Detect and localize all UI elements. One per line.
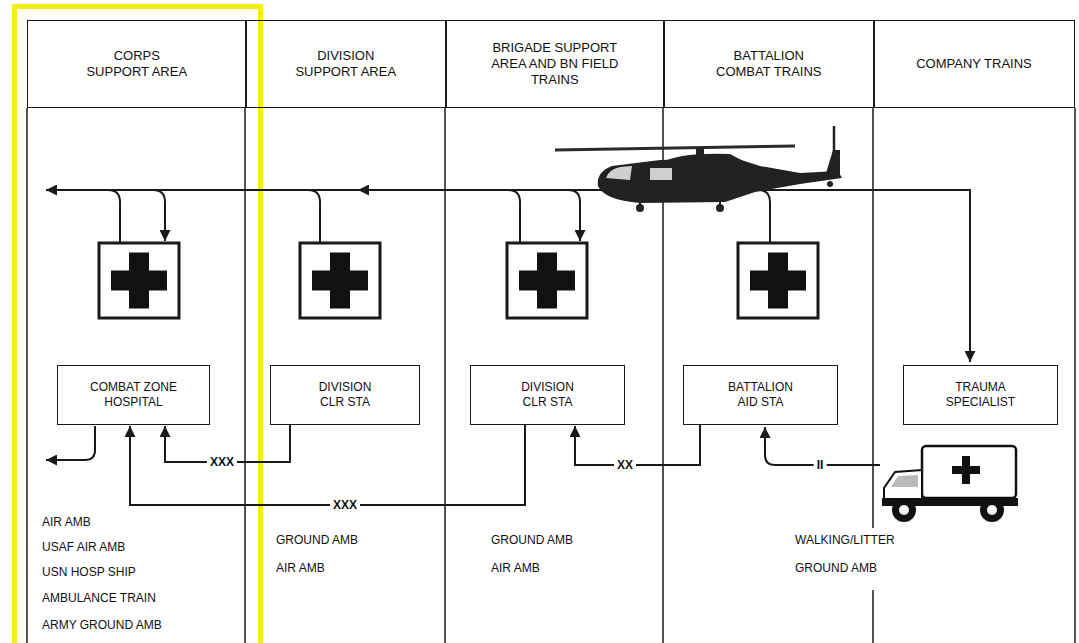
helicopter-illustration <box>833 126 836 160</box>
evacuation-connector <box>575 425 700 465</box>
air-evacuation-route <box>308 190 320 242</box>
evacuation-means-label: USAF AIR AMB <box>42 540 125 554</box>
ambulance-illustration <box>891 475 918 487</box>
table-rule <box>1074 108 1076 643</box>
evacuation-means-label: ARMY GROUND AMB <box>42 618 162 632</box>
evacuation-means-label: AIR AMB <box>42 515 91 529</box>
helicopter-illustration <box>650 168 672 180</box>
ambulance-illustration <box>899 505 909 515</box>
medical-cross-symbol <box>519 271 575 291</box>
ambulance-illustration <box>987 505 997 515</box>
route-echelon-label: XXX <box>330 498 360 512</box>
evacuation-means-label: GROUND AMB <box>795 561 877 575</box>
ambulance-illustration <box>884 470 922 502</box>
medical-cross-symbol <box>507 243 587 318</box>
ambulance-illustration <box>952 466 980 474</box>
ground-route-line <box>46 426 880 465</box>
medical-cross-symbol <box>111 271 167 291</box>
evacuation-means-label: GROUND AMB <box>491 533 573 547</box>
air-evacuation-route <box>568 190 580 241</box>
medical-cross-symbol <box>750 271 806 291</box>
air-evacuation-route <box>153 190 165 241</box>
area-header-cell: BATTALION COMBAT TRAINS <box>663 20 875 108</box>
evacuation-means-label: AIR AMB <box>491 561 540 575</box>
area-header-cell: COMPANY TRAINS <box>873 20 1075 108</box>
air-evacuation-route <box>508 190 520 242</box>
air-evacuation-route <box>46 190 970 362</box>
medical-cross-symbol <box>99 243 179 318</box>
ambulance-illustration <box>922 446 1016 498</box>
medical-facility-box: BATTALION AID STA <box>683 365 838 425</box>
box-label: BATTALION COMBAT TRAINS <box>714 48 824 81</box>
air-evacuation-route <box>758 190 770 242</box>
box-label: CORPS SUPPORT AREA <box>82 48 192 81</box>
helicopter-illustration <box>555 146 795 150</box>
ambulance-illustration <box>892 498 916 522</box>
ground-route-line <box>46 426 95 460</box>
box-label: DIVISION CLR STA <box>512 380 584 410</box>
area-header-cell: CORPS SUPPORT AREA <box>27 20 247 108</box>
medical-cross-symbol <box>300 243 380 318</box>
helicopter-illustration <box>598 158 842 203</box>
medical-facility-box: COMBAT ZONE HOSPITAL <box>57 365 210 425</box>
medical-facility-box: DIVISION CLR STA <box>270 365 420 425</box>
ambulance-illustration <box>980 498 1004 522</box>
air-evacuation-route <box>358 189 372 191</box>
table-rule <box>26 108 28 643</box>
box-label: TRAUMA SPECIALIST <box>941 380 1021 410</box>
route-echelon-label: II <box>814 458 827 472</box>
helicopter-illustration <box>636 204 644 212</box>
evacuation-means-label: AMBULANCE TRAIN <box>42 591 156 605</box>
evacuation-means-label: WALKING/LITTER <box>795 533 895 547</box>
box-label: COMPANY TRAINS <box>916 56 1032 72</box>
table-rule <box>27 108 1075 643</box>
box-label: BRIGADE SUPPORT AREA AND BN FIELD TRAINS <box>491 40 619 89</box>
helicopter-illustration <box>606 166 632 180</box>
helicopter-illustration <box>716 204 724 212</box>
helicopter-illustration <box>555 126 842 212</box>
box-label: DIVISION CLR STA <box>309 380 381 410</box>
evacuation-connector <box>130 425 525 505</box>
medical-cross-symbol <box>738 243 818 318</box>
air-evacuation-route <box>46 190 970 362</box>
box-label: BATTALION AID STA <box>725 380 797 410</box>
table-rule <box>444 108 446 643</box>
area-header-cell: DIVISION SUPPORT AREA <box>245 20 447 108</box>
area-header-cell: BRIGADE SUPPORT AREA AND BN FIELD TRAINS <box>445 20 665 108</box>
ambulance-illustration <box>882 446 1018 522</box>
highlight-frame <box>15 7 261 643</box>
route-echelon-label: XXX <box>207 455 237 469</box>
route-echelon-label: XX <box>614 458 636 472</box>
evacuation-means-label: GROUND AMB <box>276 533 358 547</box>
table-rule <box>244 108 246 643</box>
medical-cross-symbol <box>312 271 368 291</box>
box-label: DIVISION SUPPORT AREA <box>291 48 401 81</box>
evacuation-means-label: USN HOSP SHIP <box>42 565 136 579</box>
helicopter-illustration <box>827 181 833 187</box>
evacuation-means-label: AIR AMB <box>276 561 325 575</box>
medical-cross-symbol <box>99 243 818 318</box>
air-evacuation-route <box>108 190 120 242</box>
medical-facility-box: DIVISION CLR STA <box>470 365 625 425</box>
medical-facility-box: TRAUMA SPECIALIST <box>903 365 1058 425</box>
box-label: COMBAT ZONE HOSPITAL <box>79 380 189 410</box>
table-rule <box>872 590 874 643</box>
